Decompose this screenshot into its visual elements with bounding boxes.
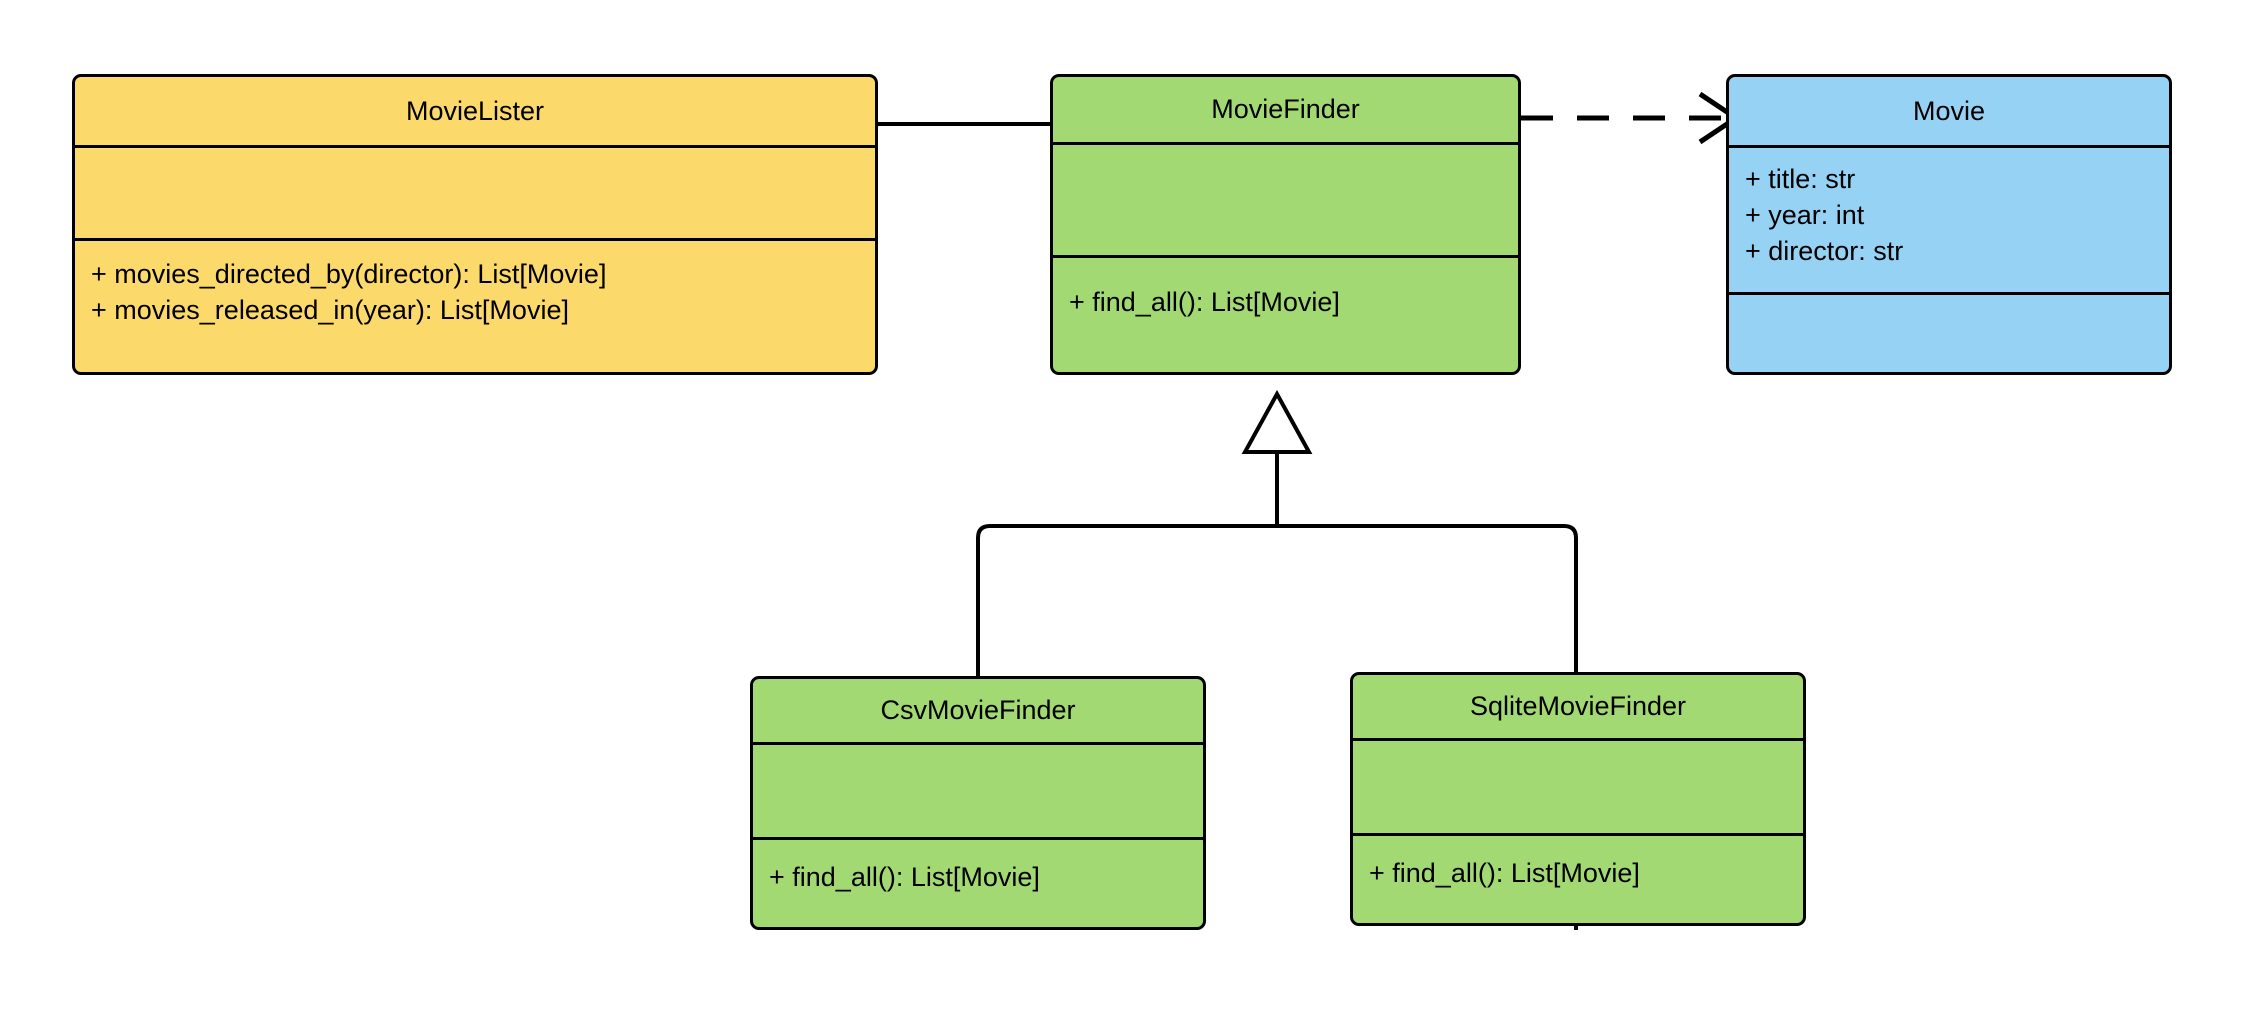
methods-compartment-movie-lister: + movies_directed_by(director): List[Mov… xyxy=(75,238,875,372)
class-box-movie-finder[interactable]: MovieFinder + find_all(): List[Movie] xyxy=(1050,74,1521,375)
attributes-compartment-movie: + title: str + year: int + director: str xyxy=(1729,145,2169,292)
method-item: + movies_released_in(year): List[Movie] xyxy=(91,294,569,325)
class-name-sqlite-movie-finder: SqliteMovieFinder xyxy=(1469,691,1687,721)
methods-compartment-sqlite-movie-finder: + find_all(): List[Movie] xyxy=(1353,833,1803,923)
method-item: + movies_directed_by(director): List[Mov… xyxy=(91,259,607,289)
class-name-movie-finder: MovieFinder xyxy=(1211,94,1360,124)
method-item: + find_all(): List[Movie] xyxy=(769,862,1040,892)
attribute-item: + director: str xyxy=(1745,235,1904,266)
attributes-compartment-movie-finder xyxy=(1053,142,1518,255)
attributes-compartment-movie-lister xyxy=(75,145,875,238)
methods-compartment-movie-finder: + find_all(): List[Movie] xyxy=(1053,255,1518,372)
methods-compartment-csv-movie-finder: + find_all(): List[Movie] xyxy=(753,837,1203,927)
generalization-branch-path xyxy=(976,524,1578,930)
class-name-csv-movie-finder: CsvMovieFinder xyxy=(880,695,1076,725)
method-item: + find_all(): List[Movie] xyxy=(1369,858,1640,888)
edge-dependency-finder-movie xyxy=(1521,91,1741,145)
class-box-movie[interactable]: Movie + title: str + year: int + directo… xyxy=(1726,74,2172,375)
attribute-item: + year: int xyxy=(1745,199,1865,230)
methods-compartment-movie xyxy=(1729,292,2169,372)
class-box-sqlite-movie-finder[interactable]: SqliteMovieFinder + find_all(): List[Mov… xyxy=(1350,672,1806,926)
class-name-movie-lister: MovieLister xyxy=(405,95,545,126)
method-item: + find_all(): List[Movie] xyxy=(1069,287,1340,317)
class-box-movie-lister[interactable]: MovieLister + movies_directed_by(directo… xyxy=(72,74,878,375)
attributes-compartment-sqlite-movie-finder xyxy=(1353,738,1803,833)
attribute-item: + title: str xyxy=(1745,164,1856,194)
edge-generalization-tree xyxy=(976,389,1578,930)
attributes-compartment-csv-movie-finder xyxy=(753,742,1203,837)
hollow-triangle-icon xyxy=(1241,389,1313,454)
class-box-csv-movie-finder[interactable]: CsvMovieFinder + find_all(): List[Movie] xyxy=(750,676,1206,930)
class-name-movie: Movie xyxy=(1912,95,1986,126)
